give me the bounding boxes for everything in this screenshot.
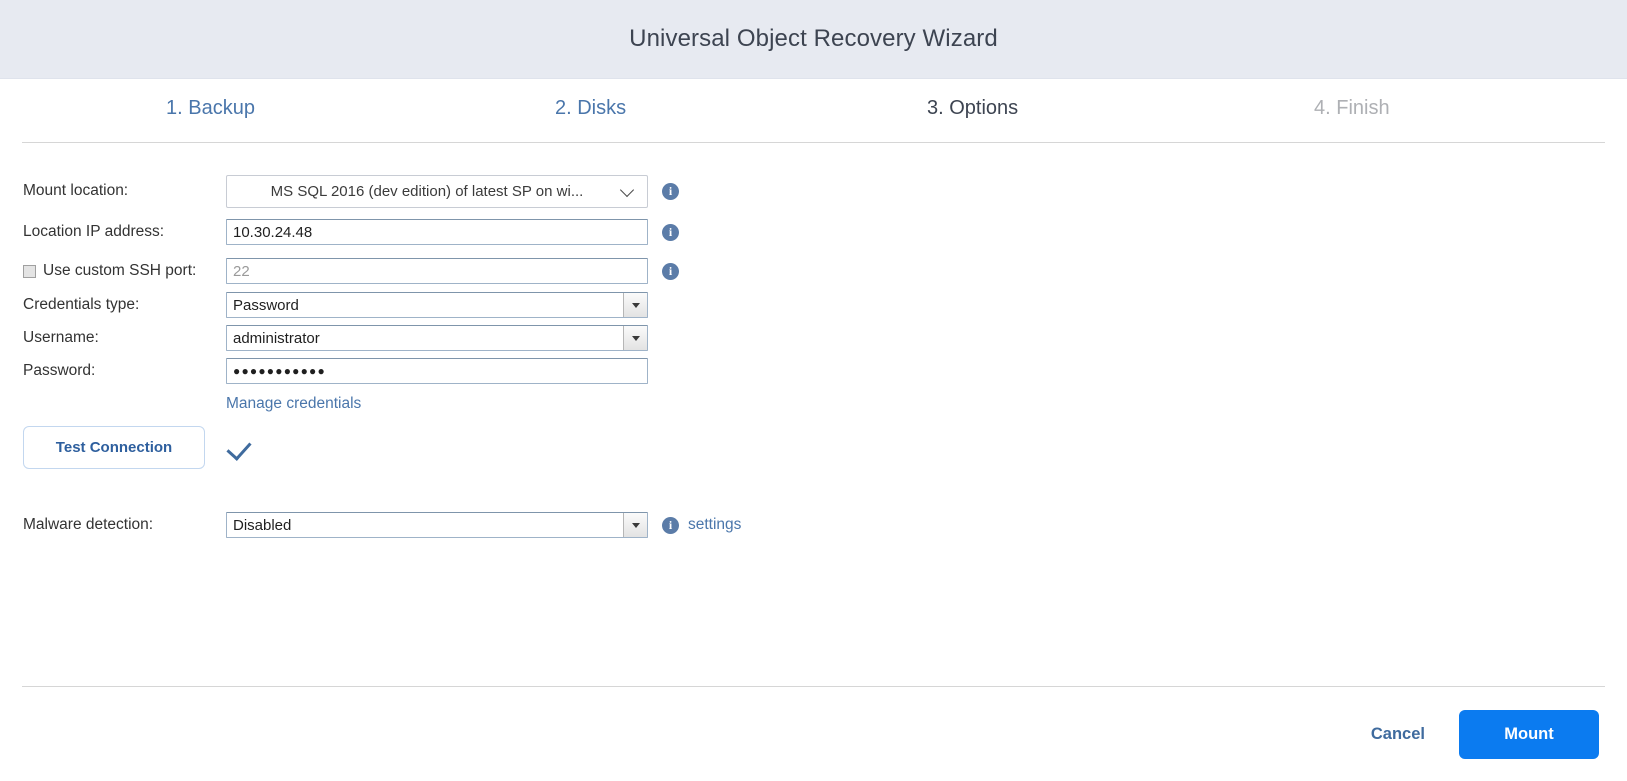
ssh-port-label: Use custom SSH port: — [43, 262, 197, 280]
password-input[interactable]: ●●●●●●●●●●● — [226, 358, 648, 384]
window-titlebar: Universal Object Recovery Wizard — [0, 0, 1627, 79]
info-icon[interactable]: i — [662, 182, 679, 200]
mount-location-label: Mount location: — [23, 182, 129, 200]
mount-location-combobox[interactable]: MS SQL 2016 (dev edition) of latest SP o… — [226, 174, 648, 208]
step-disks[interactable]: 2. Disks — [555, 97, 627, 119]
wizard-footer: Cancel Mount — [0, 687, 1627, 781]
test-connection-button[interactable]: Test Connection — [23, 426, 205, 469]
chevron-down-icon[interactable] — [623, 513, 647, 537]
row-username: Username: administrator — [23, 324, 648, 352]
page-title: Universal Object Recovery Wizard — [629, 25, 998, 52]
chevron-down-icon — [619, 182, 635, 198]
connection-success-check-icon — [227, 434, 255, 462]
ssh-port-input[interactable]: 22 — [226, 258, 648, 284]
options-form: Mount location: MS SQL 2016 (dev edition… — [0, 143, 1627, 685]
step-finish: 4. Finish — [1314, 97, 1390, 119]
wizard-steps: 1. Backup 2. Disks 3. Options 4. Finish — [0, 79, 1627, 142]
row-location-ip: Location IP address: 10.30.24.48 i — [23, 218, 679, 246]
row-credentials-type: Credentials type: Password — [23, 291, 648, 319]
steps-divider — [22, 142, 1605, 143]
mount-location-value: MS SQL 2016 (dev edition) of latest SP o… — [270, 182, 584, 200]
chevron-down-icon[interactable] — [623, 293, 647, 317]
malware-detection-label: Malware detection: — [23, 516, 154, 534]
footer-divider — [22, 686, 1605, 687]
manage-credentials-link[interactable]: Manage credentials — [226, 395, 362, 412]
info-icon[interactable]: i — [662, 223, 679, 241]
cancel-button[interactable]: Cancel — [1367, 717, 1429, 752]
credentials-type-label: Credentials type: — [23, 296, 140, 314]
info-icon[interactable]: i — [662, 516, 679, 534]
row-password: Password: ●●●●●●●●●●● — [23, 357, 648, 385]
row-malware-detection: Malware detection: Disabled i settings — [23, 511, 741, 539]
malware-detection-value: Disabled — [233, 516, 292, 534]
mount-button[interactable]: Mount — [1459, 709, 1599, 759]
use-custom-ssh-port-checkbox[interactable] — [23, 264, 36, 278]
location-ip-input[interactable]: 10.30.24.48 — [226, 219, 648, 245]
username-value: administrator — [233, 329, 320, 347]
username-label: Username: — [23, 329, 99, 347]
row-ssh-port: Use custom SSH port: 22 i — [23, 257, 679, 285]
malware-settings-link[interactable]: settings — [688, 516, 742, 533]
row-test-connection: Test Connection — [23, 426, 255, 469]
chevron-down-icon[interactable] — [623, 326, 647, 350]
mount-location-field[interactable]: MS SQL 2016 (dev edition) of latest SP o… — [226, 174, 648, 208]
location-ip-label: Location IP address: — [23, 223, 165, 241]
username-select[interactable]: administrator — [226, 325, 648, 351]
credentials-type-select[interactable]: Password — [226, 292, 648, 318]
step-backup[interactable]: 1. Backup — [166, 97, 255, 119]
info-icon[interactable]: i — [662, 262, 679, 280]
malware-detection-select[interactable]: Disabled — [226, 512, 648, 538]
password-label: Password: — [23, 362, 96, 380]
ssh-port-label-group: Use custom SSH port: — [23, 263, 226, 279]
credentials-type-value: Password — [233, 296, 299, 314]
row-manage-credentials: Manage credentials — [226, 390, 361, 418]
row-mount-location: Mount location: MS SQL 2016 (dev edition… — [23, 174, 679, 208]
step-options[interactable]: 3. Options — [927, 97, 1019, 119]
